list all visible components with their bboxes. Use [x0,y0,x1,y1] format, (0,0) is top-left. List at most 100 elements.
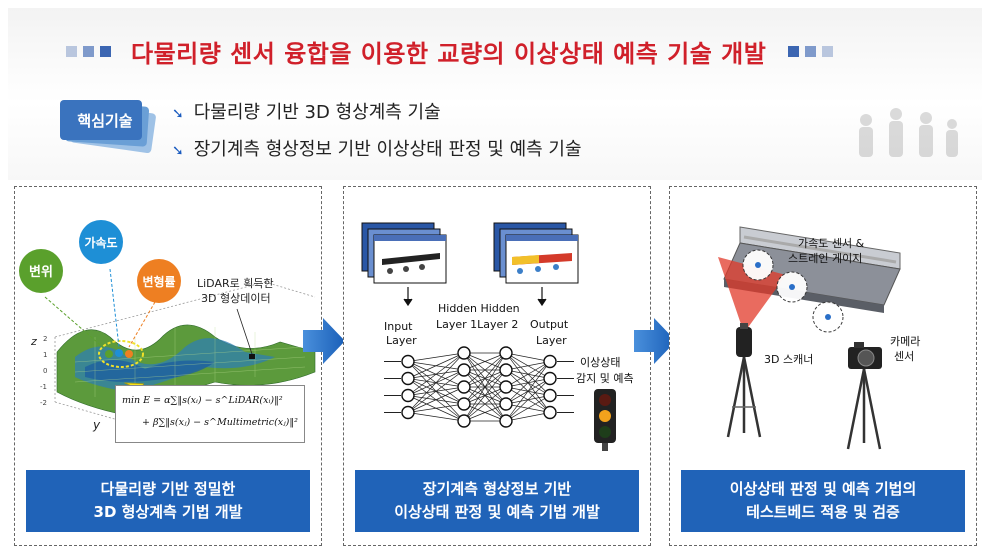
caption-line: 3D 형상계측 기법 개발 [93,503,243,521]
nn-node [499,414,513,428]
testbed-illustration: 가속도 센서 & 스트레인 게이지 3D 스캐너 카메라 센서 [718,226,920,450]
caption-line: 이상상태 판정 및 예측 기법 개발 [394,503,600,521]
core-item-label: 장기계측 형상정보 기반 이상상태 판정 및 예측 기술 [193,139,582,160]
scanner-tripod-icon [726,323,762,438]
nn-node [543,371,557,386]
decor-square-icon [788,45,800,57]
lidar-note: 3D 형상데이터 [201,292,271,305]
decor-square-icon [83,45,94,57]
nn-connection [463,369,507,422]
nn-connection [407,386,465,413]
nn-connection [505,361,551,371]
tick-label: -2 [40,399,47,407]
nn-node [499,363,513,377]
arrow-bullet-icon: ➘ [172,106,184,122]
network-nodes [384,346,574,428]
nn-node [457,380,471,394]
camera-tripod-icon [846,342,882,450]
panel-shape-measurement: z y x 2 1 0 -1 -2 변위 가속도 변형률 LiDAR로 획득한 … [14,186,322,546]
nn-connection [463,352,507,371]
caption-line: 이상상태 판정 및 예측 기법의 [729,480,917,498]
nn-node [457,414,471,428]
output-layer-label: Layer [536,334,567,347]
nn-connection [505,378,551,422]
bubble-strain [137,259,181,303]
nn-node [401,371,415,386]
nn-connection [463,352,507,422]
formula-line: min E = α∑‖s(xᵢ) − s^LiDAR(xᵢ)‖² [122,395,283,406]
page-title: 다물리량 센서 융합을 이용한 교량의 이상상태 예측 기술 개발 [131,39,767,68]
sensor-label: 스트레인 게이지 [788,252,862,265]
core-item-1: ➘ 다물리량 기반 3D 형상계측 기술 [172,98,441,124]
nn-node [499,380,513,394]
input-layer-label: Input [384,320,413,333]
nn-node [401,388,415,403]
nn-connection [505,361,551,405]
bubble-displacement [19,249,63,293]
nn-node [543,388,557,403]
scanner-label: 3D 스캐너 [764,353,813,366]
caption-line: 다물리량 기반 정밀한 [100,480,236,498]
decor-square-icon [100,45,111,57]
decor-square-icon [805,45,817,57]
nn-connection [407,352,465,396]
decor-square-icon [822,45,834,57]
nn-node [457,397,471,411]
flow-arrow-icon [303,318,345,364]
tick-label: -1 [40,383,47,391]
input-model-images [361,222,447,284]
nn-connection [407,352,465,379]
people-silhouette-icon [859,108,958,157]
tick-label: 2 [43,335,47,343]
hidden-layer-label: Layer 1Layer 2 [436,318,518,331]
core-tech-badge: 핵심기술 [58,98,168,154]
nn-connection [505,361,551,422]
nn-connection [463,352,507,405]
nn-node [457,346,471,360]
caption-line: 테스트베드 적용 및 검증 [746,503,900,521]
nn-node [457,363,471,377]
nn-node [499,397,513,411]
caption-box: 장기계측 형상정보 기반 이상상태 판정 및 예측 기법 개발 [355,470,639,532]
caption-box: 이상상태 판정 및 예측 기법의 테스트베드 적용 및 검증 [681,470,965,532]
nn-connection [505,361,551,388]
flow-arrow-icon [634,318,676,364]
axis-label-y: y [92,418,101,432]
formula-box: min E = α∑‖s(xᵢ) − s^LiDAR(xᵢ)‖² + β∑‖s(… [115,385,305,443]
tick-label: 1 [43,351,47,359]
neural-network-diagram: Input Layer Hidden Hidden Layer 1Layer 2… [361,222,634,451]
caption-box: 다물리량 기반 정밀한 3D 형상계측 기법 개발 [26,470,310,532]
nn-connection [407,369,465,413]
bubble-acceleration [79,220,123,264]
decor-square-icon [66,45,77,57]
anomaly-label: 감지 및 예측 [576,372,634,385]
terrain-plot: z y x 2 1 0 -1 -2 변위 가속도 변형률 LiDAR로 획득한 … [19,220,316,446]
core-item-2: ➘장기계측 형상정보 기반 이상상태 판정 및 예측 기술 [172,135,582,161]
nn-connection [407,412,465,422]
caption-line: 장기계측 형상정보 기반 [422,480,572,498]
traffic-light-icon [594,389,616,451]
nn-connection [407,352,465,413]
panel-anomaly-prediction: Input Layer Hidden Hidden Layer 1Layer 2… [343,186,651,546]
nn-node [543,354,557,369]
bubble-label: 변위 [29,265,53,280]
bubble-label: 가속도 [84,235,117,250]
title-bar: 다물리량 센서 융합을 이용한 교량의 이상상태 예측 기술 개발 [66,34,906,68]
core-item-label: 다물리량 기반 3D 형상계측 기술 [193,102,441,123]
header-area [8,8,982,180]
formula-line: + β∑‖s(xⱼ) − s^Multimetric(xⱼ)‖² [142,417,298,428]
nn-node [401,405,415,420]
camera-label: 카메라 [890,335,920,348]
camera-label: 센서 [894,350,914,363]
nn-connection [505,352,551,362]
nn-node [543,405,557,420]
axis-label-z: z [30,335,37,348]
laser-beam [718,257,786,333]
tick-label: 0 [43,367,47,375]
nn-node [401,354,415,369]
bubble-label: 변형률 [142,274,175,289]
nn-connection [463,386,507,422]
nn-connection [407,352,465,362]
nn-node [499,346,513,360]
lidar-note: LiDAR로 획득한 [197,277,274,290]
